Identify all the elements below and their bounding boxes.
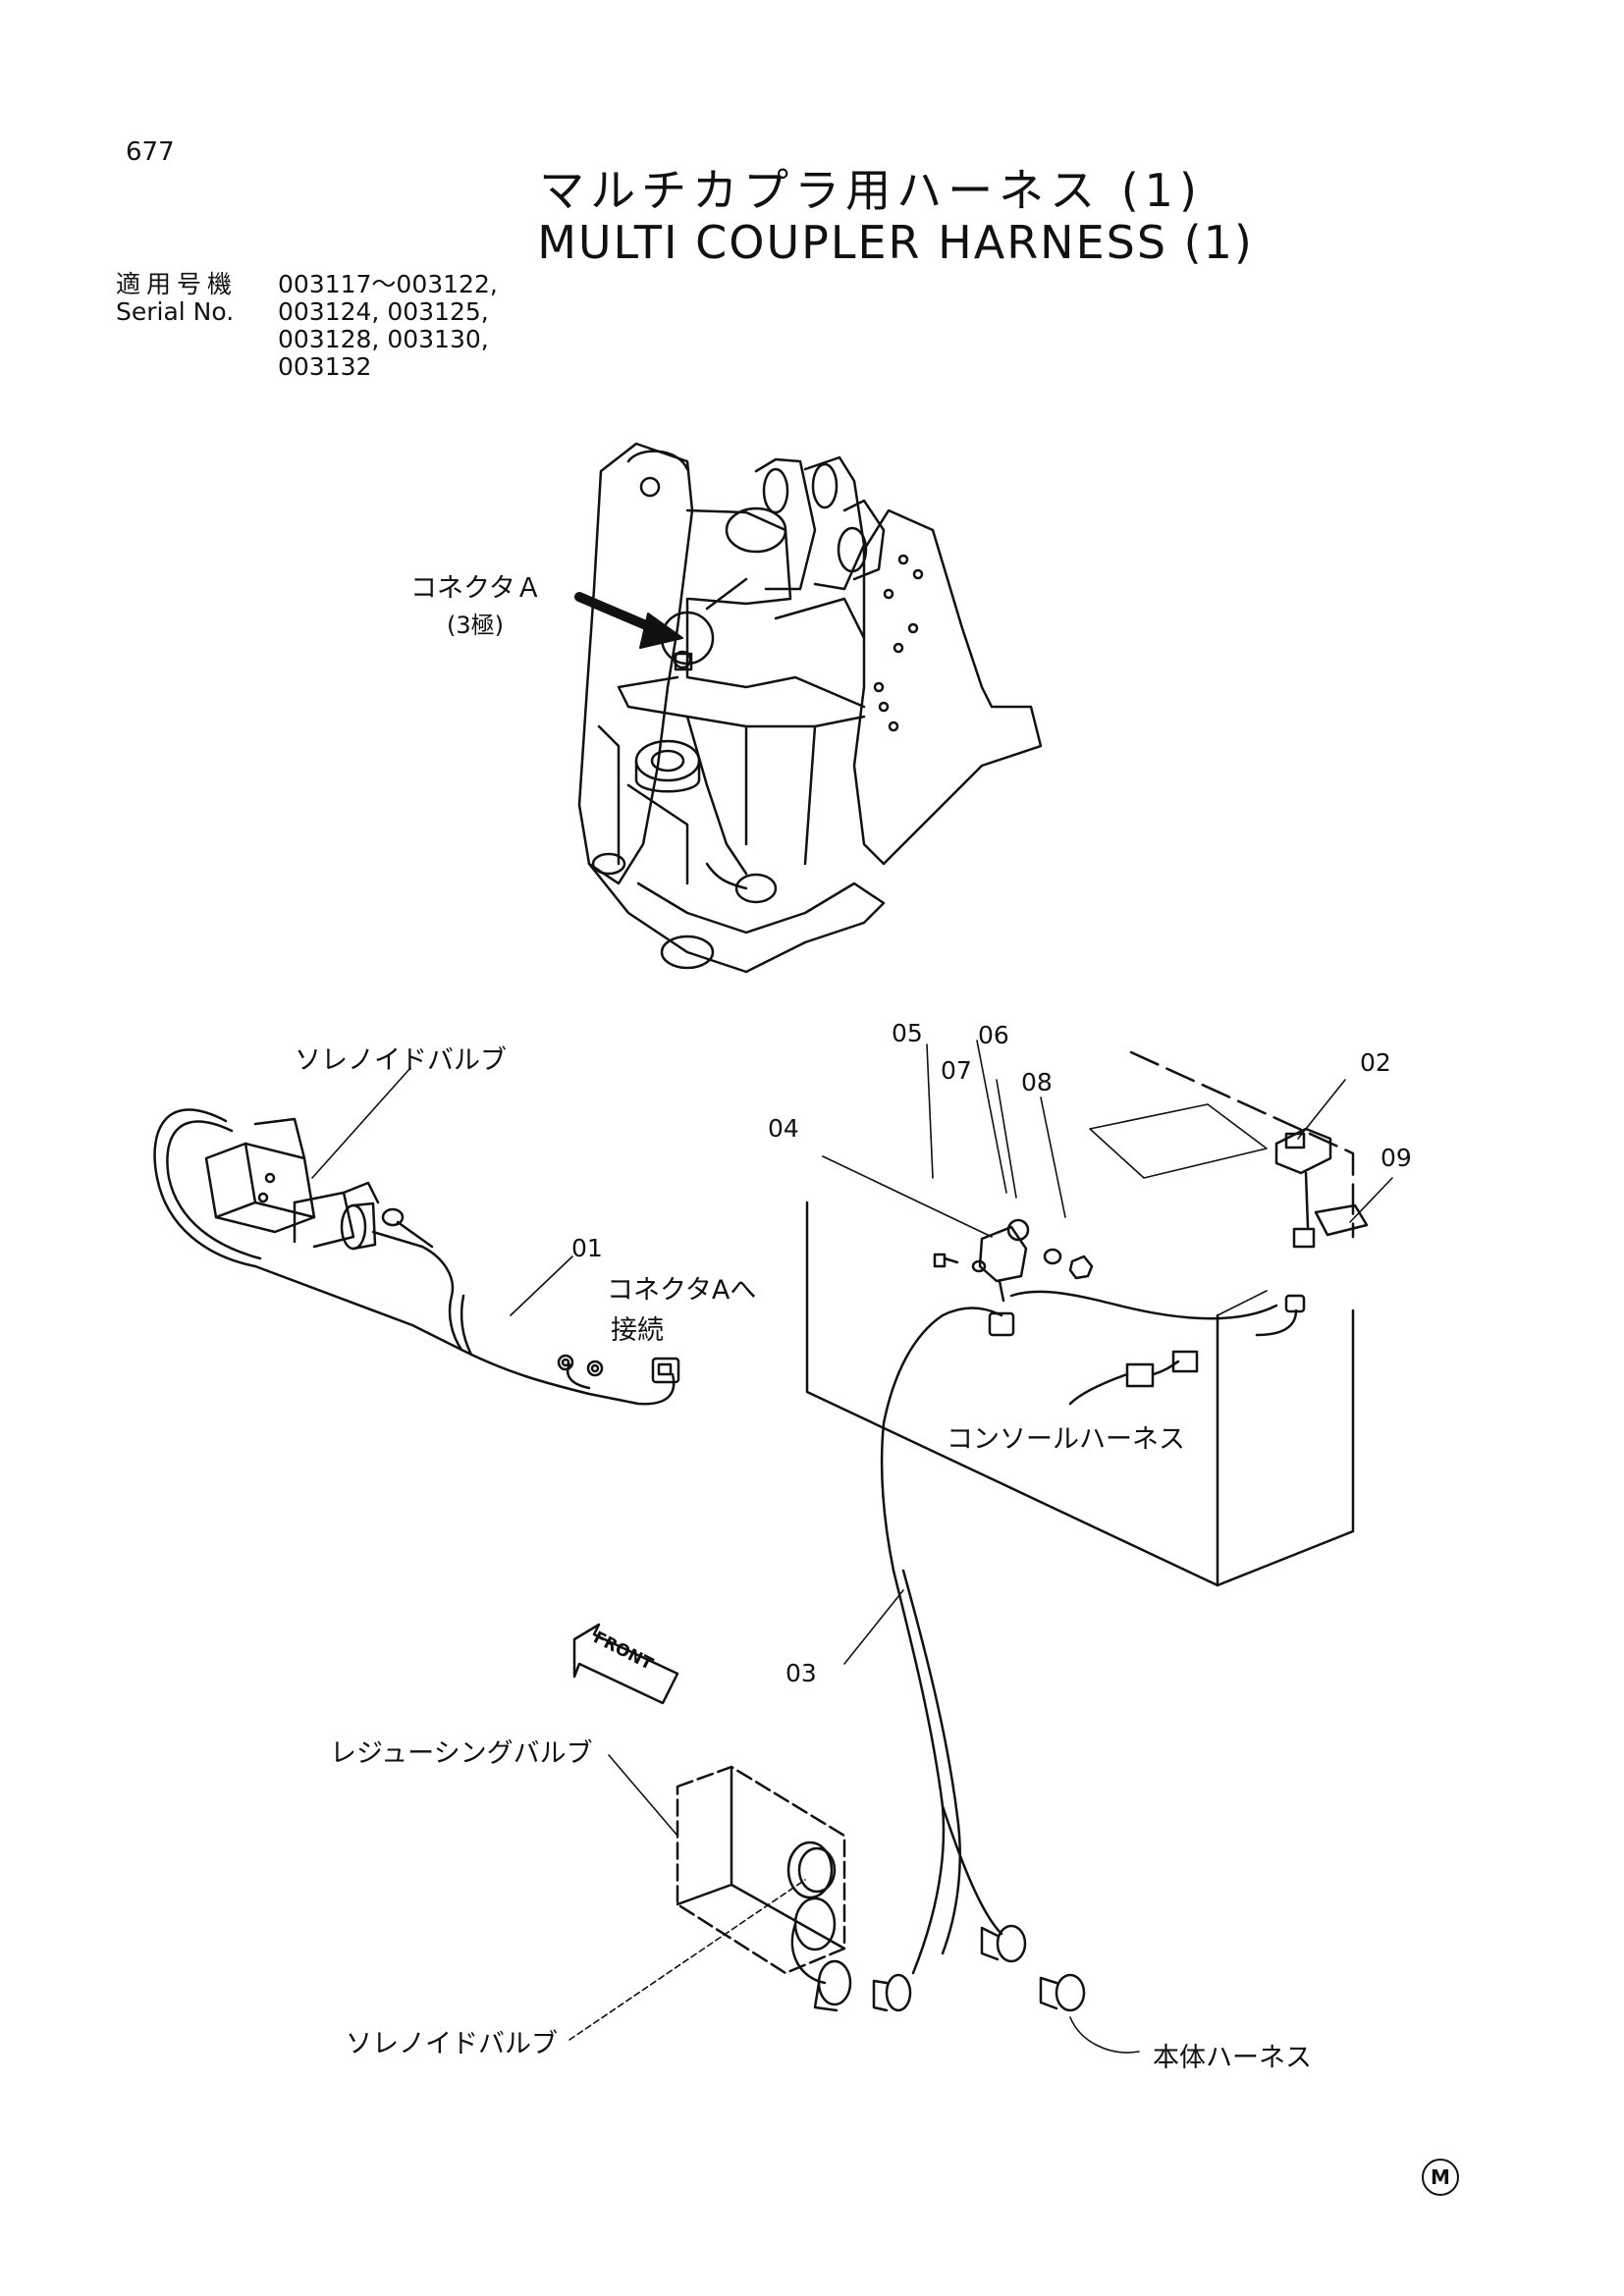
part-number-07: 07	[941, 1056, 972, 1085]
serial-line-3: 003128, 003130,	[278, 325, 489, 353]
reducing-valve-label: レジューシングバルブ	[330, 1738, 593, 1769]
solenoid-harness	[153, 1108, 680, 1406]
console-harness-label: コンソールハーネス	[947, 1424, 1185, 1455]
frame-illustration	[574, 442, 1043, 974]
m-mark: M	[1422, 2159, 1459, 2196]
reducing-valve	[676, 1765, 852, 2012]
title-japanese: マルチカプラ用ハーネス (1)	[539, 164, 1203, 217]
console-box	[805, 1050, 1369, 2012]
main-harness-label: 本体ハーネス	[1153, 2043, 1312, 2073]
to-connector-a-label-2: 接続	[611, 1315, 664, 1346]
solenoid-valve-label-top: ソレノイドバルブ	[295, 1045, 507, 1076]
page-number: 677	[126, 137, 175, 167]
to-connector-a-label-1: コネクタAへ	[607, 1275, 757, 1306]
part-number-01: 01	[571, 1234, 603, 1262]
part-number-04: 04	[768, 1114, 799, 1143]
leader-lines	[311, 1040, 1393, 2054]
serial-label-jp: 適用号機	[116, 270, 239, 298]
part-number-05: 05	[892, 1019, 923, 1047]
serial-line-2: 003124, 003125,	[278, 297, 489, 326]
connector-a-poles-label: (3極)	[447, 612, 504, 639]
serial-line-4: 003132	[278, 352, 372, 381]
title-english: MULTI COUPLER HARNESS (1)	[537, 216, 1254, 269]
part-number-02: 02	[1360, 1048, 1391, 1077]
connector-a-label: コネクタＡ	[410, 573, 542, 604]
serial-label-en: Serial No.	[116, 297, 235, 326]
part-number-08: 08	[1021, 1068, 1053, 1096]
serial-line-1: 003117～003122,	[278, 270, 498, 298]
front-arrow	[572, 1623, 679, 1705]
part-number-03: 03	[785, 1659, 817, 1687]
part-number-06: 06	[978, 1021, 1009, 1049]
solenoid-valve-label-bottom: ソレノイドバルブ	[346, 2029, 558, 2059]
part-number-09: 09	[1380, 1144, 1412, 1172]
serial-number-block: 適用号機 003117～003122, Serial No. 003124, 0…	[116, 271, 498, 381]
